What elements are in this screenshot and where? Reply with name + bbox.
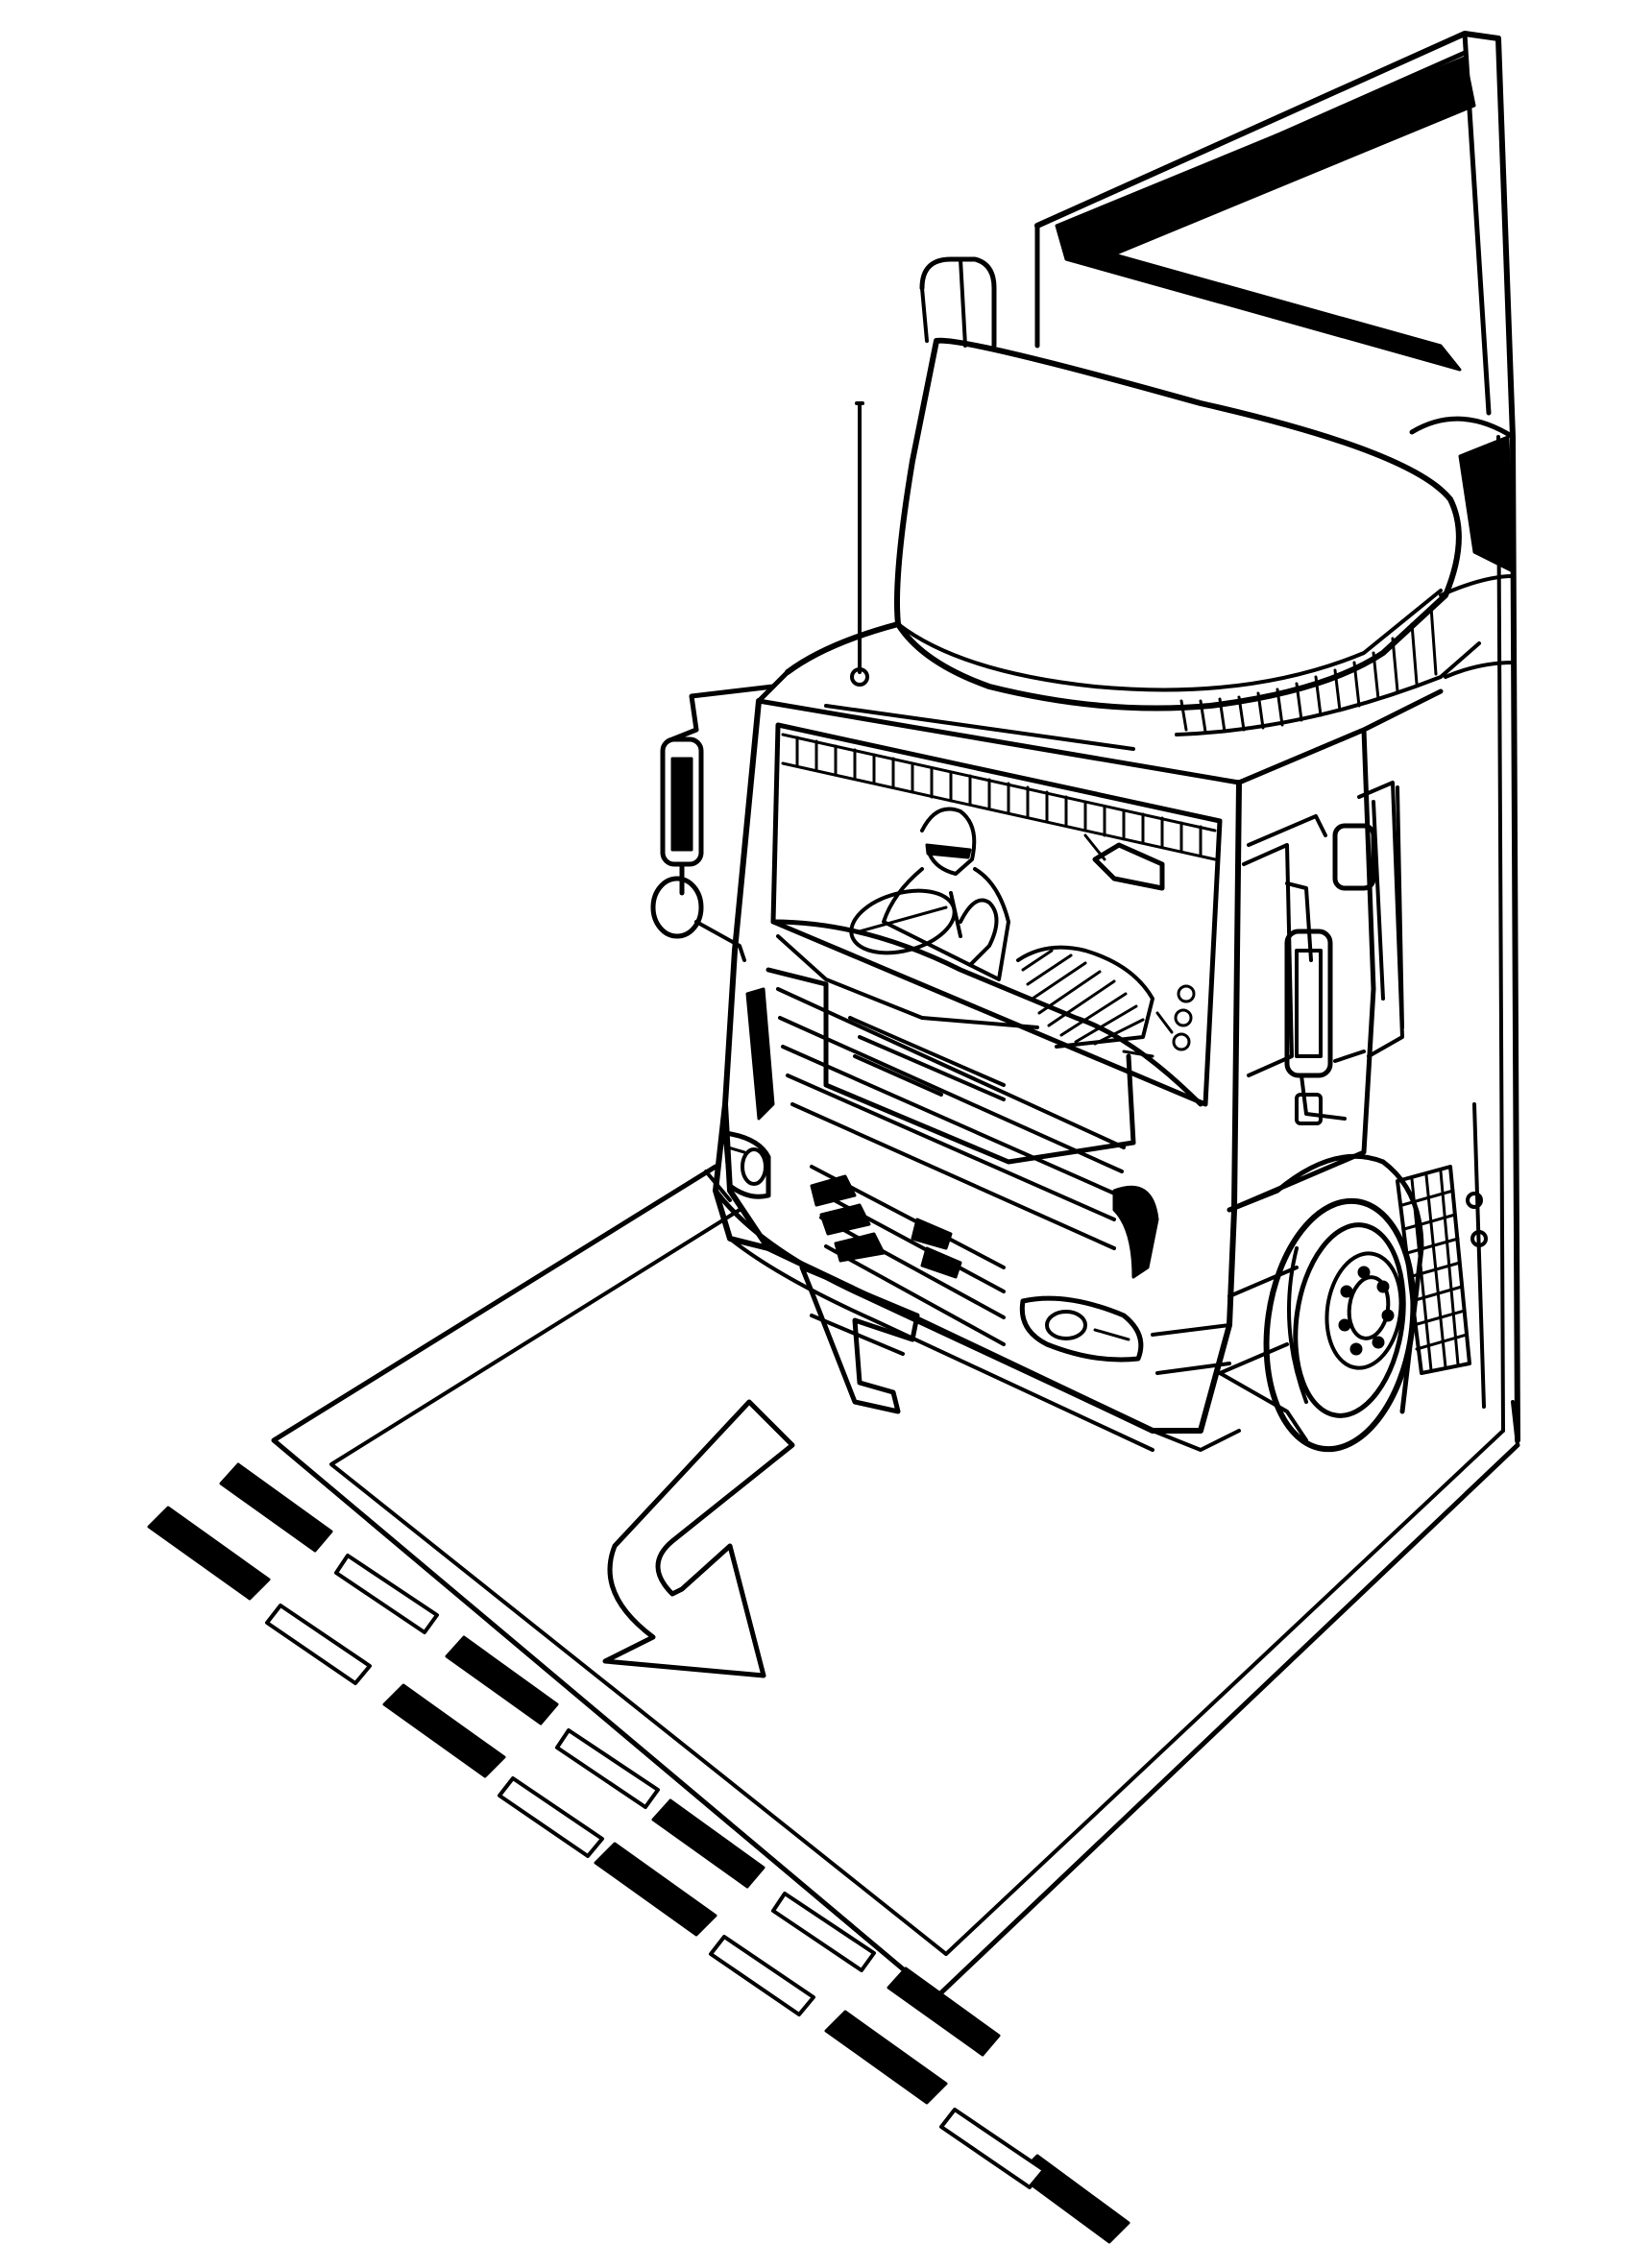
lane-dash-black <box>887 1966 1001 2057</box>
lane-dash-black <box>147 1506 271 1601</box>
lane-dash-black <box>445 1635 559 1725</box>
left-side-mirror <box>650 684 776 962</box>
arrow-icon <box>602 1399 795 1678</box>
dashboard <box>770 919 1203 1107</box>
lane-dash-black <box>382 1683 506 1778</box>
windshield <box>770 722 1223 1107</box>
lane-dash-hollow <box>555 1728 660 1809</box>
right-side-door <box>1227 727 1404 1213</box>
right-fender <box>1218 1153 1488 1414</box>
lane-dash-black <box>219 1462 333 1553</box>
lane-dash-hollow <box>939 2108 1046 2189</box>
front-grille <box>765 967 1159 1346</box>
pillar-stripe <box>745 987 775 1121</box>
exhaust-stack <box>919 256 997 349</box>
lane-dash-black <box>594 1842 717 1937</box>
lane-dash-hollow <box>771 1892 876 1972</box>
lane-dash-black <box>651 1798 765 1889</box>
lane-dash-hollow <box>498 1776 604 1858</box>
lane-dash-hollow <box>709 1935 815 2016</box>
roof-spoiler <box>894 337 1516 736</box>
sun-visor <box>781 733 1217 861</box>
right-side-mirror <box>1247 814 1376 1125</box>
trailer-box <box>1034 31 1520 1443</box>
front-wheel <box>1218 1197 1417 1453</box>
front-bumper <box>713 1101 1231 1452</box>
headlight-left <box>722 1130 771 1199</box>
truck-cab <box>713 401 1444 1452</box>
road-dashed-lane-markings <box>147 1462 1130 2244</box>
lane-dash-hollow <box>265 1604 372 1685</box>
license-plate-bracket <box>799 1265 920 1414</box>
lane-dash-black <box>824 2010 948 2105</box>
lane-dash-hollow <box>334 1554 439 1634</box>
headlight-right <box>1019 1295 1144 1363</box>
